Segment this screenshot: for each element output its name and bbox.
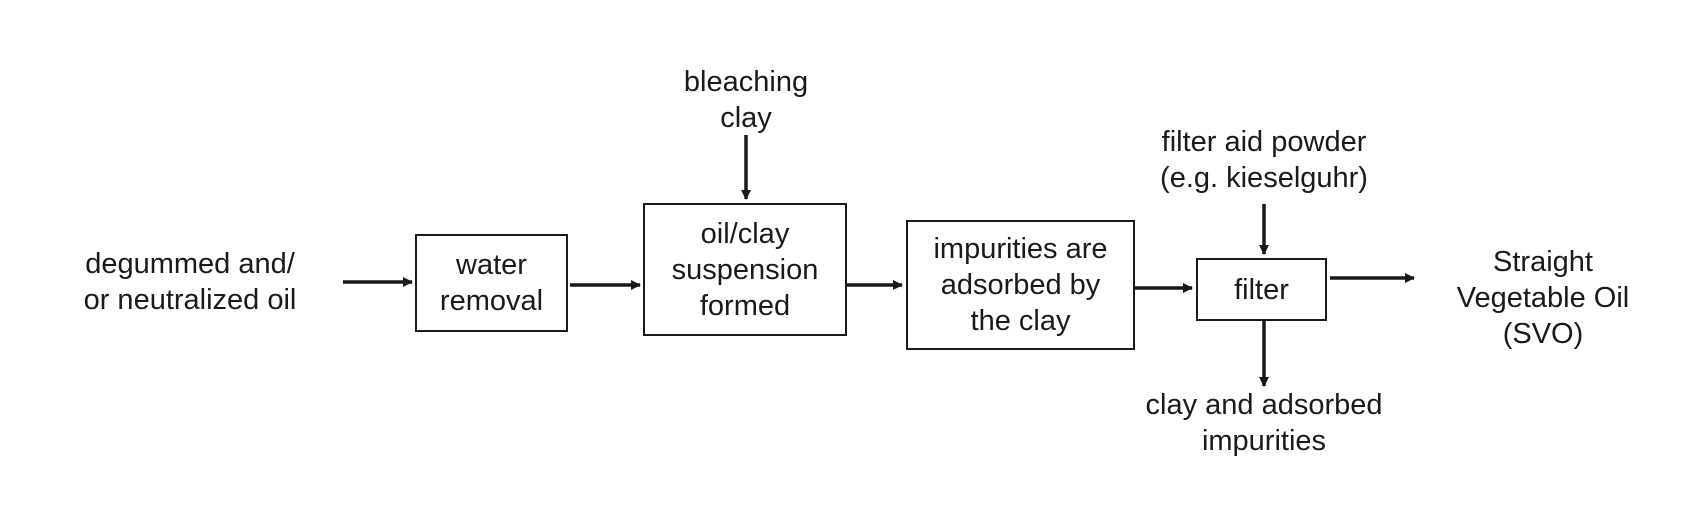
step-adsorption: impurities are adsorbed by the clay bbox=[906, 220, 1135, 350]
step-filter-label: filter bbox=[1234, 273, 1289, 306]
step-adsorption-label: impurities are adsorbed by the clay bbox=[933, 233, 1108, 337]
svo-output-label: Straight Vegetable Oil (SVO) bbox=[1456, 246, 1630, 350]
step-suspension-formed-label: oil/clay suspension formed bbox=[671, 217, 819, 322]
step-filter: filter bbox=[1196, 258, 1327, 321]
input-oil-label: degummed and/ or neutralized oil bbox=[83, 248, 297, 316]
filter-aid-label: filter aid powder (e.g. kieselguhr) bbox=[1160, 126, 1368, 194]
waste-output-label: clay and adsorbed impurities bbox=[1145, 389, 1383, 457]
step-suspension-formed: oil/clay suspension formed bbox=[643, 203, 847, 336]
bleaching-clay-label: bleaching clay bbox=[683, 66, 809, 134]
step-water-removal-label: water removal bbox=[439, 249, 544, 317]
step-water-removal: water removal bbox=[415, 234, 568, 332]
